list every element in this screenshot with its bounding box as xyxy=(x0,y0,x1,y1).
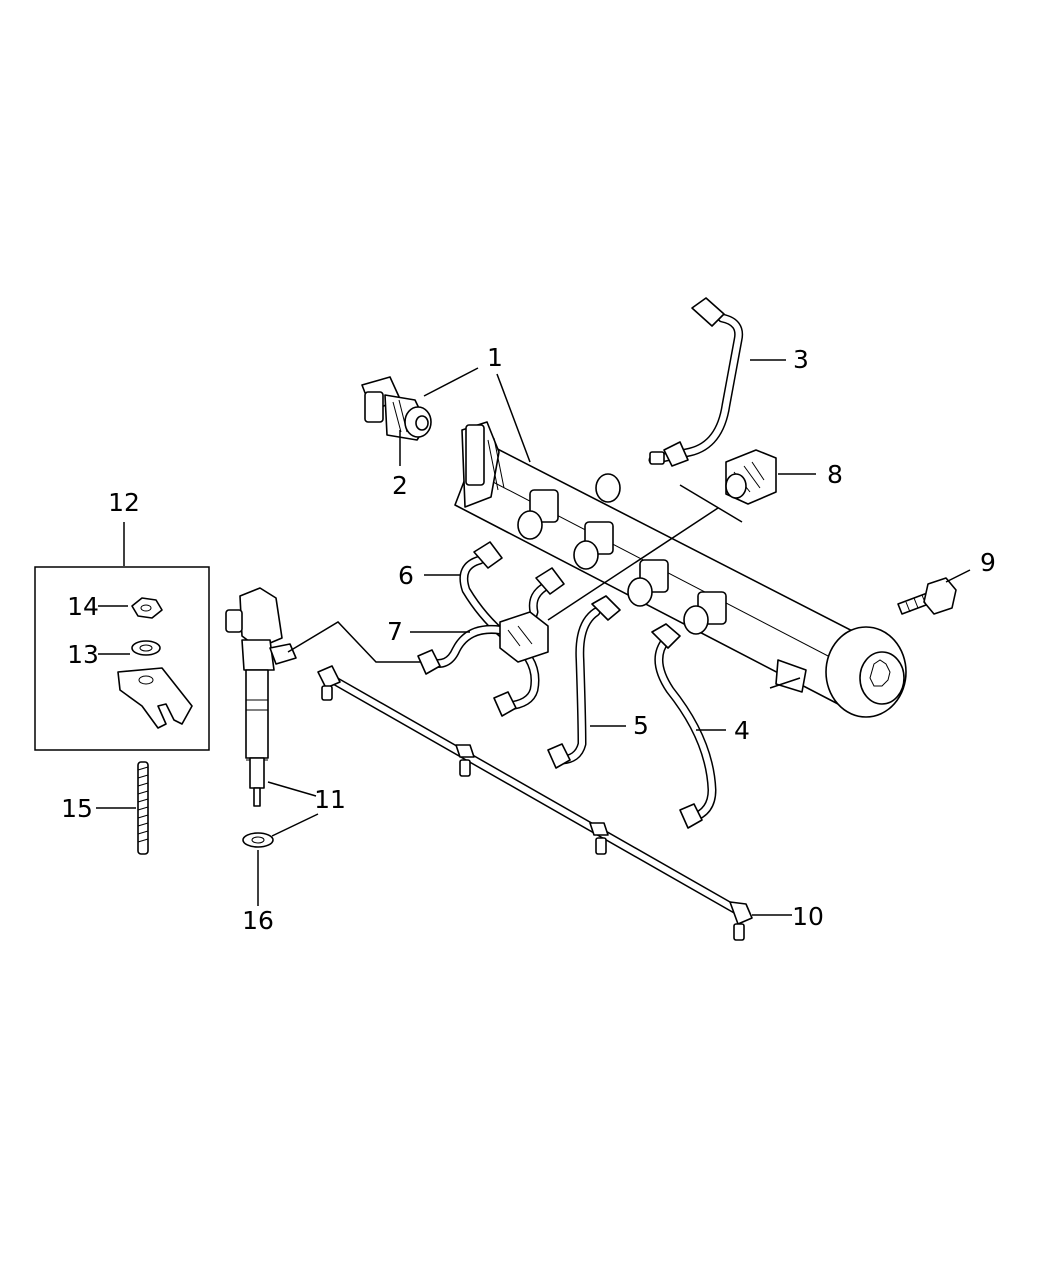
callout-13: 13 xyxy=(67,640,99,669)
rail-pressure-sensor[interactable] xyxy=(361,376,432,441)
callout-5: 5 xyxy=(633,711,649,740)
callout-4: 4 xyxy=(734,716,750,745)
fuel-rail[interactable] xyxy=(454,421,907,718)
clamp-kit-box xyxy=(34,566,210,751)
callout-1: 1 xyxy=(487,343,503,372)
fuel-return-line[interactable] xyxy=(317,665,753,941)
injector-line-5[interactable] xyxy=(547,595,621,769)
callout-6: 6 xyxy=(398,561,414,590)
callout-11: 11 xyxy=(314,785,346,814)
pipe-clamp[interactable] xyxy=(725,449,777,505)
mounting-stud[interactable] xyxy=(137,761,149,855)
high-pressure-feed-line[interactable] xyxy=(648,297,744,467)
callout-14: 14 xyxy=(67,592,99,621)
hex-nut[interactable] xyxy=(131,597,163,619)
callout-15: 15 xyxy=(61,794,93,823)
line-bracket[interactable] xyxy=(499,611,549,663)
callout-7: 7 xyxy=(387,617,403,646)
callout-9: 9 xyxy=(980,548,996,577)
callout-16: 16 xyxy=(242,906,274,935)
leader-lines xyxy=(96,359,971,916)
callout-8: 8 xyxy=(827,460,843,489)
callout-3: 3 xyxy=(793,345,809,374)
washer[interactable] xyxy=(131,640,161,656)
rail-mounting-bolt[interactable] xyxy=(897,577,957,615)
callout-2: 2 xyxy=(392,471,408,500)
callout-10: 10 xyxy=(792,902,824,931)
callout-12: 12 xyxy=(108,488,140,517)
fuel-injector[interactable] xyxy=(225,587,297,807)
injector-clamp[interactable] xyxy=(117,667,193,729)
injector-seal-washer[interactable] xyxy=(242,832,274,848)
injector-line-4[interactable] xyxy=(651,623,717,829)
